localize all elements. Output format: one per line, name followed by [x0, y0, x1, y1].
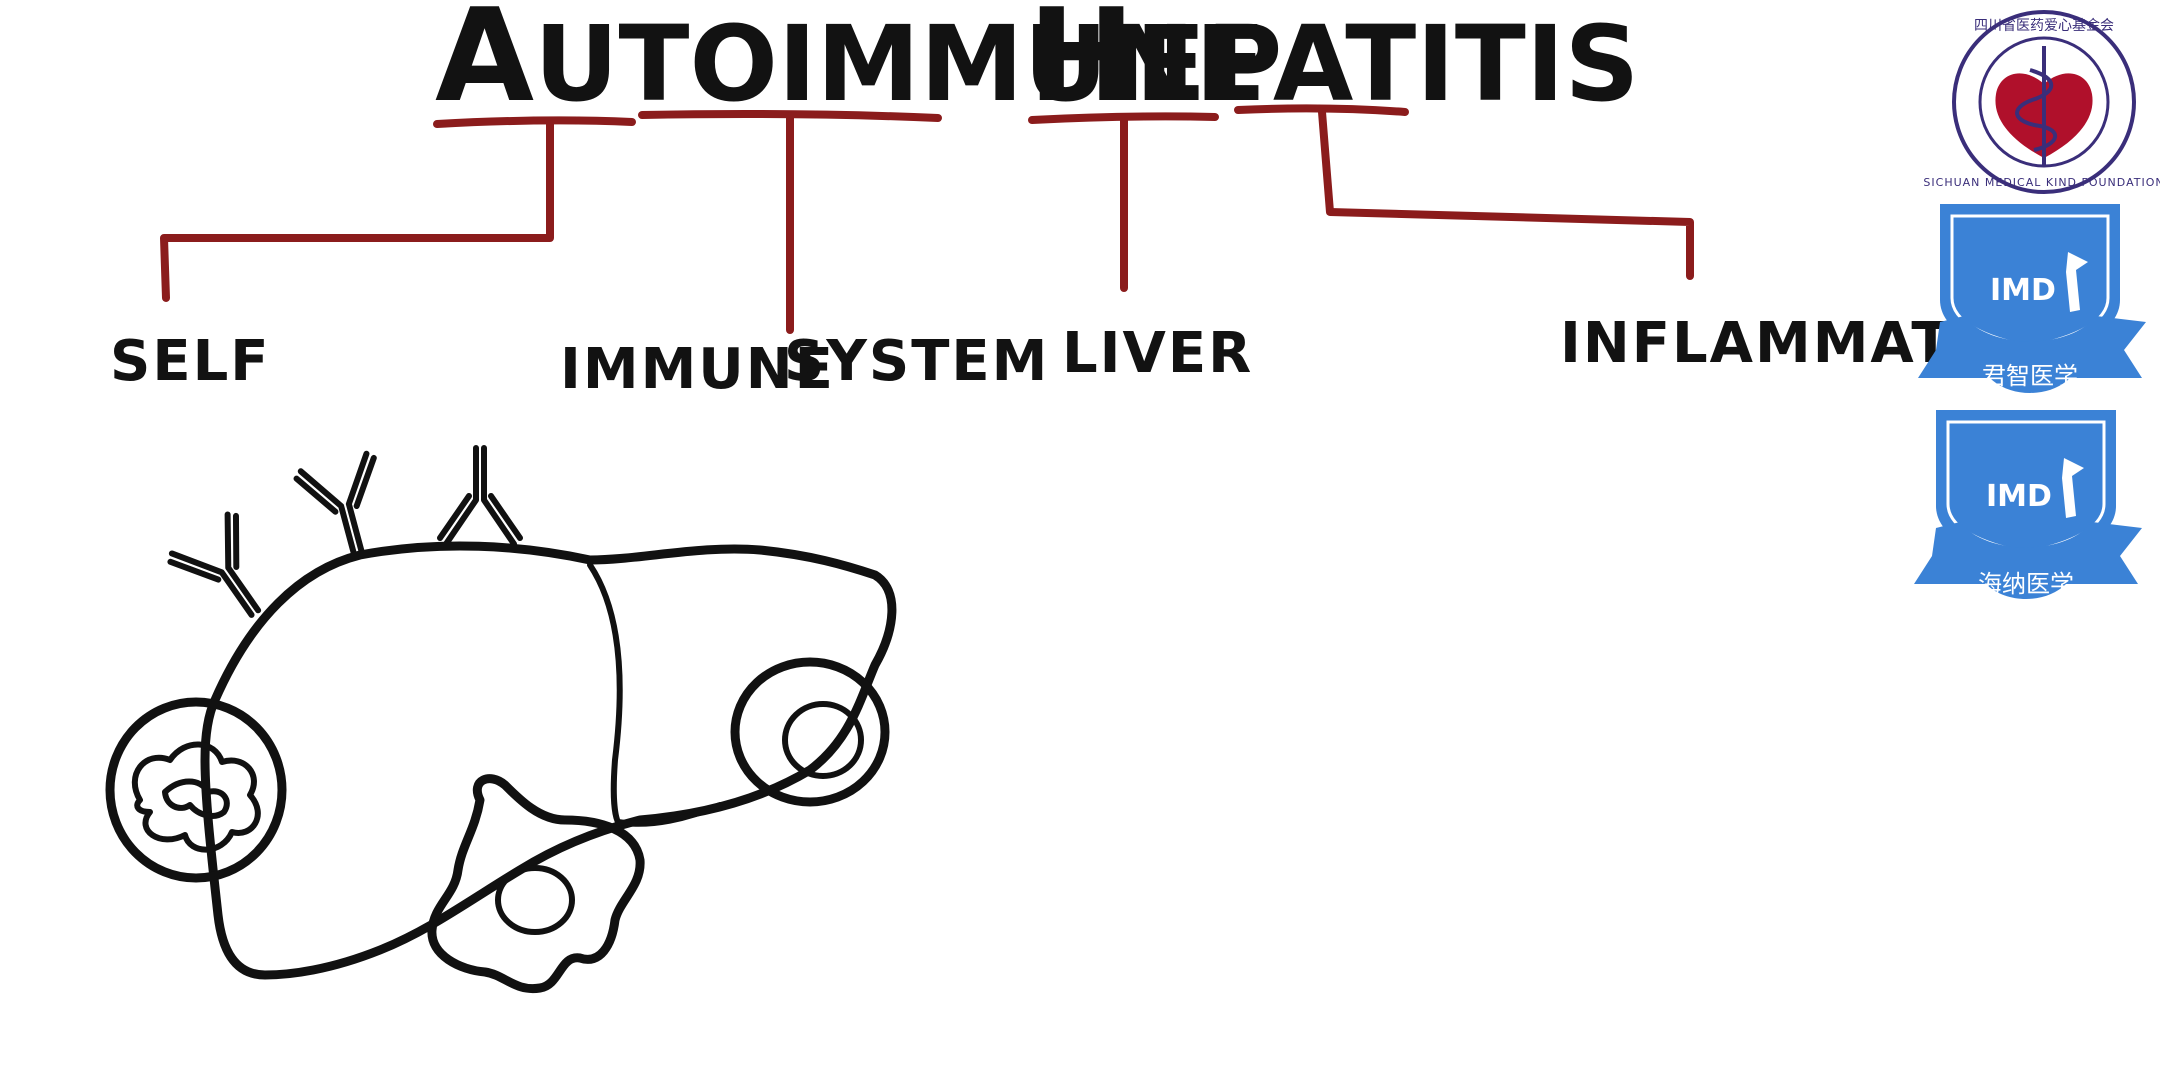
- woodpecker-icon: [2062, 458, 2084, 518]
- bracket-auto-to-self: [160, 120, 554, 302]
- title: AUTOIMMUNE HEPATITIS: [435, 0, 1639, 131]
- lymphocyte-icon: [730, 657, 890, 807]
- liver-outline: [200, 541, 897, 980]
- imd-mark: IMD: [1986, 479, 2052, 514]
- antibody-icon: [437, 445, 523, 547]
- imd-logo-junzhi: IMD 君智医学: [1918, 204, 2146, 393]
- title-word2-rest: EPATITIS: [1135, 3, 1639, 125]
- liver-notch: [615, 802, 723, 827]
- liver-lobe-divider: [587, 562, 623, 828]
- imd-name-cn: 君智医学: [1982, 362, 2078, 390]
- label-immune: IMMUNE: [560, 337, 835, 402]
- title-word1-rest: UTOIMMUNE: [534, 3, 1266, 125]
- neutrophil-icon: [105, 697, 287, 883]
- imd-name-cn: 海纳医学: [1978, 570, 2074, 598]
- imd-mark: IMD: [1990, 273, 2056, 308]
- labels: SELF IMMUNE SYSTEM LIVER INFLAMMATION: [110, 311, 2071, 402]
- foundation-name-cn: 四川省医药爱心基金会: [1974, 17, 2114, 34]
- label-liver: LIVER: [1062, 321, 1253, 386]
- ribbon-banner: [1918, 316, 2146, 393]
- title-word1-initial: A: [435, 0, 534, 131]
- title-word2-initial: H: [1028, 0, 1135, 131]
- brackets: [160, 104, 1694, 334]
- caduceus-icon: [2015, 46, 2057, 165]
- foundation-name-en: SICHUAN MEDICAL KIND FOUNDATION: [1923, 176, 2160, 189]
- foundation-logo: 四川省医药爱心基金会 SICHUAN MEDICAL KIND FOUNDATI…: [1923, 10, 2160, 194]
- woodpecker-icon: [2066, 252, 2088, 312]
- bracket-auto-underline: [433, 116, 636, 128]
- bracket-immune-underline: [638, 110, 942, 122]
- label-self: SELF: [110, 329, 271, 394]
- macrophage-icon: [427, 774, 645, 994]
- label-system: SYSTEM: [784, 329, 1049, 394]
- title-word-autoimmune: AUTOIMMUNE: [435, 0, 1266, 131]
- title-word-hepatitis: HEPATITIS: [1028, 0, 1639, 131]
- liver-icon: [200, 541, 897, 980]
- antibody-icon: [293, 450, 377, 560]
- ribbon-banner: [1914, 522, 2142, 599]
- imd-logo-haina: IMD 海纳医学: [1914, 410, 2142, 599]
- antibody-icon: [167, 511, 262, 618]
- bracket-titis-to-inflammation: [1318, 108, 1694, 280]
